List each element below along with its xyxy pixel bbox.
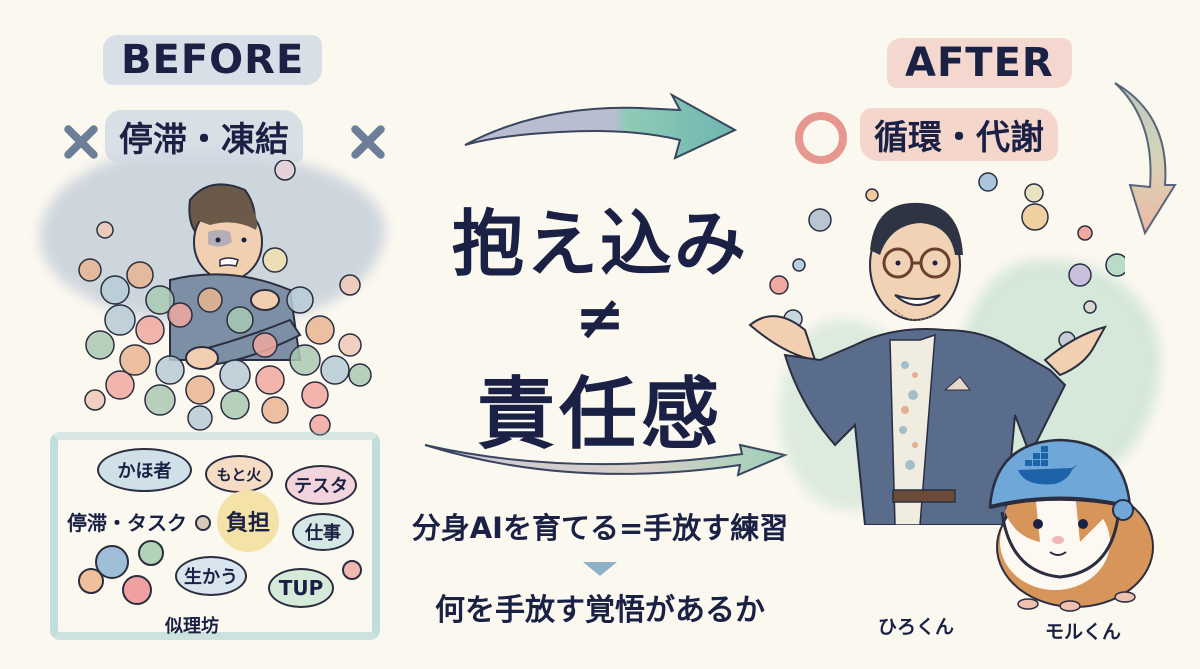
bubble-text: 仕事 [305, 523, 341, 544]
speech-bubble: TUP [268, 568, 334, 608]
guinea-pig-name-label: モルくん [1045, 621, 1122, 643]
x-mark-icon [347, 122, 387, 162]
speech-bubble: テスタ [285, 465, 357, 505]
headline-responsibility: 責任感 [476, 370, 723, 460]
juggling-man-illustration [748, 172, 1125, 525]
stagnant-task-text: 停滞・タスク [67, 511, 187, 535]
after-subtitle: 循環・代謝 [860, 108, 1058, 161]
docker-whale-icon [1018, 446, 1078, 485]
bubble-text: かほ者 [117, 461, 172, 482]
task-bubbles-frame [50, 432, 380, 640]
bubble-text: TUP [278, 576, 324, 600]
not-equal-sign: ≠ [574, 283, 626, 353]
bubble-text: もと火 [216, 465, 262, 484]
bubble-text: テスタ [294, 476, 348, 497]
ball [78, 568, 104, 594]
man-name-label: ひろくん [878, 616, 955, 638]
speech-bubble: かほ者 [97, 448, 192, 492]
headline-hoarding: 抱え込み [451, 202, 748, 286]
resolve-question: 何を手放す覚悟があるか [435, 593, 765, 628]
stressed-man-ball-pit-illustration [78, 160, 372, 436]
ball [95, 545, 129, 579]
speech-bubble: 生かう [175, 556, 247, 596]
top-right-arrow-icon [464, 92, 738, 160]
ball [342, 560, 362, 580]
down-triangle-icon [583, 562, 617, 576]
ball [122, 575, 152, 605]
guinea-pig-helmet-illustration [988, 438, 1154, 612]
speech-bubble: 仕事 [292, 513, 354, 551]
curved-down-arrow-icon [1114, 82, 1177, 235]
ball [138, 540, 164, 566]
clone-ai-statement: 分身AIを育てる=手放す練習 [411, 511, 789, 545]
speech-bubble: 負担 [217, 490, 279, 552]
ball [195, 515, 211, 531]
before-label: BEFORE [103, 35, 323, 85]
before-subtitle: 停滞・凍結 [105, 110, 303, 163]
circle-mark-icon [795, 112, 847, 164]
bubble-text: 生かう [184, 567, 238, 588]
misc-text: 似理坊 [165, 616, 219, 637]
bubble-text: 負担 [225, 511, 270, 536]
x-mark-icon [60, 122, 100, 162]
bottom-right-arrow-icon [424, 443, 789, 477]
speech-bubble: もと火 [205, 455, 273, 493]
after-label: AFTER [887, 38, 1072, 88]
